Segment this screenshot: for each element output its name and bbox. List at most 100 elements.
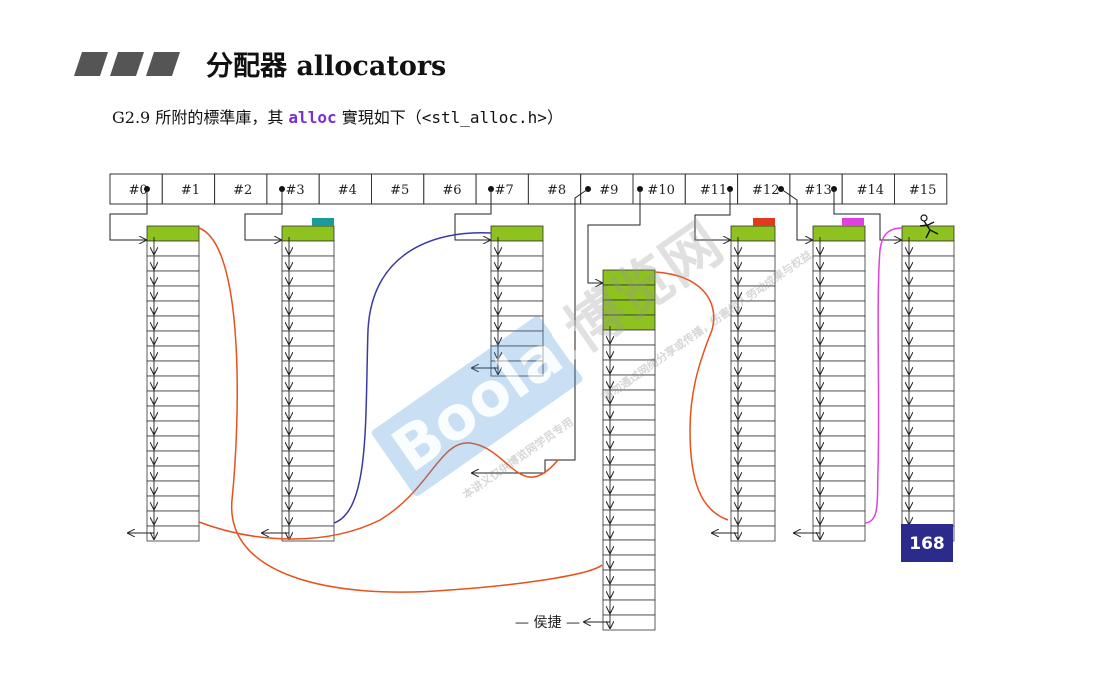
chunk-block [602,569,656,586]
pointer-arrows [109,186,901,473]
chunk-link-curve [198,227,603,593]
chunk-block [281,420,335,437]
chunk-block [602,464,656,481]
chunk-block [812,315,866,332]
chunk-block [812,330,866,347]
free-list-index-row: #0#1#2#3#4#5#6#7#8#9#10#11#12#13#14#15 [109,173,948,205]
total-badge: 168 [901,524,953,562]
chunk-block [281,435,335,452]
badge-box [901,524,953,562]
free-list-index-label: #8 [547,183,566,198]
chunk-block [602,449,656,466]
chunk-block [812,405,866,422]
chunk-block [602,614,656,631]
free-list-index-label: #11 [700,183,727,198]
chunk-block [901,300,955,317]
chunk-block [812,300,866,317]
free-list-cell [266,173,320,205]
free-list-cell [161,173,216,205]
chunk-block [146,360,200,377]
chunk-link-curves [198,214,939,593]
chunk-block [281,510,335,527]
chunk-block [146,480,200,497]
subtitle-keyword: alloc [288,108,337,127]
chunk-block [901,375,955,392]
free-list-cell [894,173,948,205]
chunk-block [901,390,955,407]
chunk-block [146,240,200,257]
chunk-block [812,285,866,302]
chunk-block [901,465,955,482]
chunk-block [812,510,866,527]
chunk-block [602,494,656,511]
chunk-block [146,465,200,482]
chunk-block [490,300,544,317]
chunk-block [146,390,200,407]
chunk-block [146,525,200,542]
chunk-block [812,495,866,512]
free-list-index-label: #10 [647,183,674,198]
free-list-index-label: #3 [285,183,304,198]
chunk-block [901,360,955,377]
chunk-block [281,315,335,332]
chunk-block [901,270,955,287]
chunk-block [812,255,866,272]
free-list-index-label: #4 [338,183,357,198]
chunk-block [281,495,335,512]
subtitle-suffix: ） [546,108,563,127]
chunk-block [146,510,200,527]
chunk-block [901,510,955,527]
pointer-arrow [472,188,589,473]
chunk-block [901,315,955,332]
chunk-block [490,240,544,257]
chunk-block [281,330,335,347]
chunk-block [812,375,866,392]
chunk-block [281,240,335,257]
chunk-block [146,315,200,332]
chunk-link-curve [864,227,903,524]
chunk-block [812,480,866,497]
chunk-block [901,240,955,257]
chunk-block [281,405,335,422]
chunk-block [146,300,200,317]
chunk-block [281,300,335,317]
free-list-index-label: #12 [752,183,779,198]
title-decoration-icon [74,52,180,76]
chunk-block [490,285,544,302]
slide-title: 分配器 allocators [206,51,447,82]
free-list-index-label: #2 [233,183,252,198]
chunk-block [901,495,955,512]
chunk-block [901,450,955,467]
chunk-link-curve [198,442,559,540]
free-list-index-label: #9 [599,183,618,198]
chunk-block [730,525,776,542]
chunk-block [602,434,656,451]
chunk-link-curve [654,271,729,521]
free-list-cell [475,173,529,205]
chunk-block [901,255,955,272]
chunk-block [602,524,656,541]
chunk-block [281,285,335,302]
chunk-block [281,480,335,497]
chunk-block [146,345,200,362]
subtitle-prefix: G2.9 所附的標準庫，其 [112,108,284,127]
slide-subtitle: G2.9 所附的標準庫，其 alloc 實現如下（<stl_alloc.h>） [112,104,563,128]
chunk-block [490,255,544,272]
free-list-index-label: #14 [857,183,884,198]
free-list-cell [841,173,896,205]
chunk-link-curve [333,232,492,524]
chunk-block [490,270,544,287]
pointer-arrow [587,189,641,283]
allocated-marker-teal [312,218,334,226]
chunk-block [812,345,866,362]
subtitle-middle: 實現如下（ [341,108,422,127]
chunk-block [602,419,656,436]
free-list-index-label: #5 [390,183,409,198]
chunk-block [146,450,200,467]
chunk-block [281,255,335,272]
chunk-block [812,420,866,437]
badge-value: 168 [909,534,945,554]
chunk-block [812,465,866,482]
figure-head [920,214,928,222]
